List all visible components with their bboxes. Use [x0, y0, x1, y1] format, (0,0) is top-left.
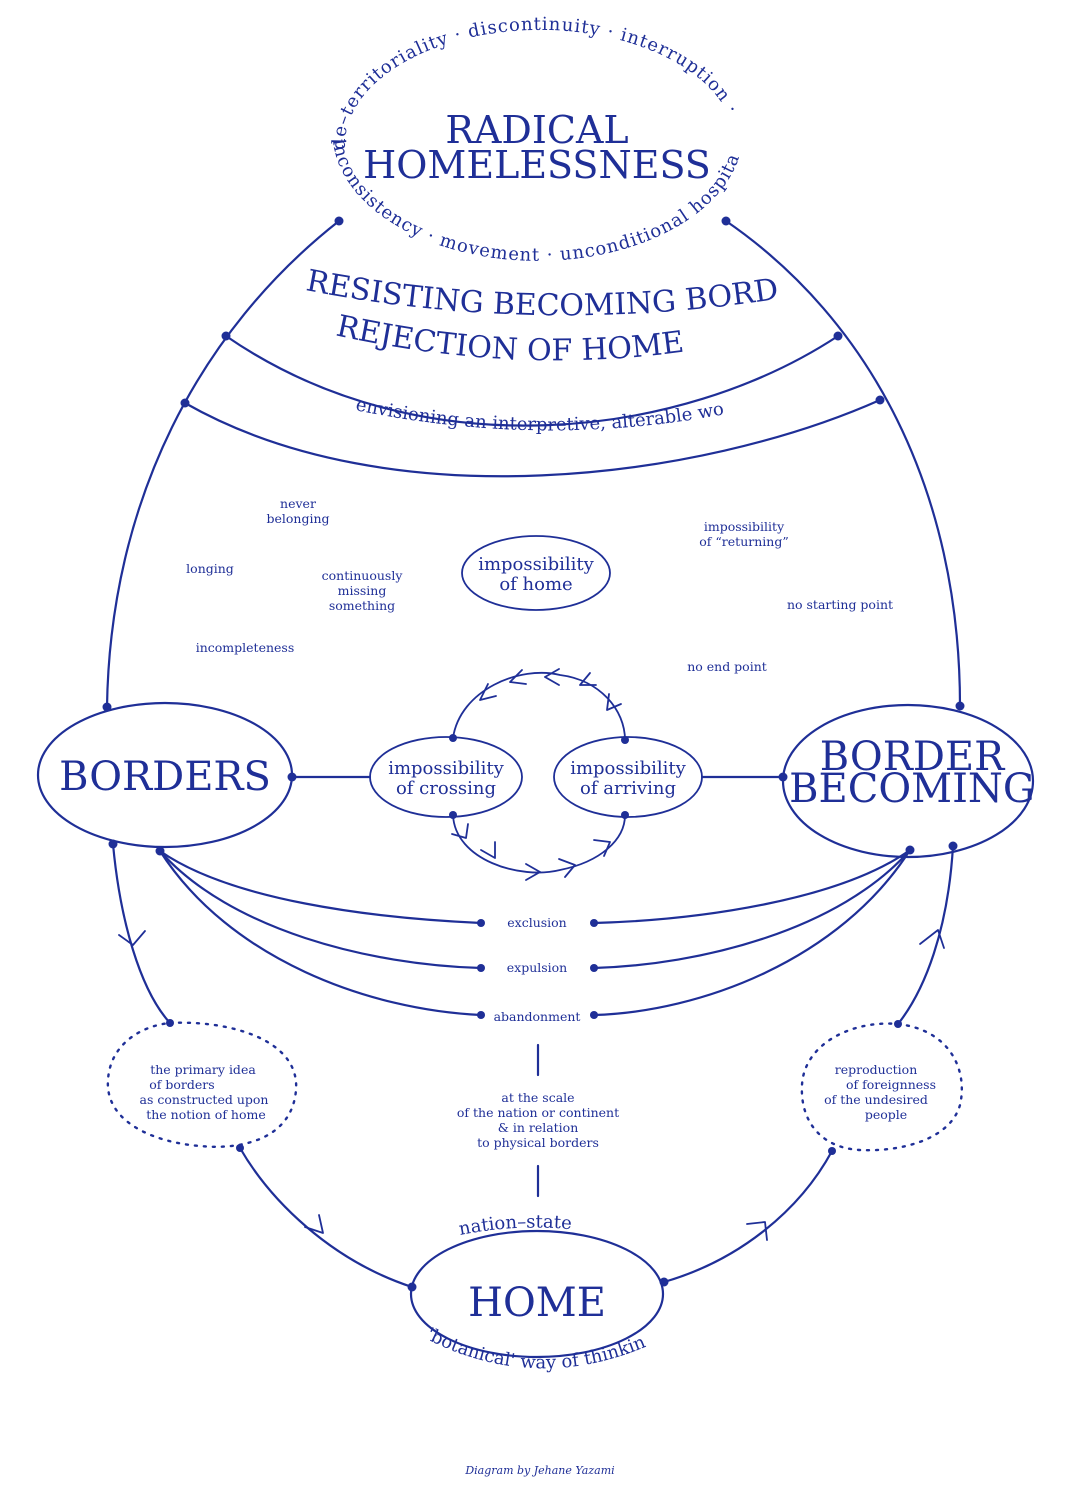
impossibility-of-crossing-node: impossibility of crossing [369, 736, 523, 818]
link-exclusion: exclusion [507, 915, 567, 930]
expulsion-dot-right [590, 964, 598, 972]
scale-line2: of the nation or continent [457, 1105, 619, 1120]
radical-homelessness-node: RADICAL HOMELESSNESS de–territoriality ·… [0, 0, 743, 266]
radical-title-line2: HOMELESSNESS [363, 143, 711, 187]
home-node-line1: impossibility [478, 554, 594, 575]
home-right-dot [659, 1277, 669, 1287]
becoming-label-line1: BORDER [820, 734, 1006, 780]
word-incompleteness: incompleteness [196, 640, 295, 655]
right-bubble: reproduction of foreignness of the undes… [800, 1022, 963, 1152]
crossing-line1: impossibility [388, 758, 504, 779]
scale-line4: to physical borders [477, 1135, 599, 1150]
becoming-label-line2: BECOMING [789, 766, 1035, 812]
link-abandonment: abandonment [494, 1009, 581, 1024]
word-something: something [329, 598, 395, 613]
cycle-arrows [451, 668, 626, 881]
right-bubble-line4: people [865, 1107, 907, 1122]
left-bubble: the primary idea of borders as construct… [106, 1021, 298, 1148]
word-continuously: continuously [322, 568, 404, 583]
home-bottom-label: 'botanical' way of thinking [0, 0, 649, 1373]
left-bubble-line2: of borders [149, 1077, 214, 1092]
home-to-right-bubble-line [662, 1149, 834, 1284]
cycle-dot-tr [621, 736, 629, 744]
left-bubble-line1: the primary idea [150, 1062, 256, 1077]
band-subtitle-path: envisioning an interpretive, alterable w… [0, 0, 726, 435]
becoming-top-dot [955, 701, 965, 711]
border-becoming-node: BORDER BECOMING [781, 703, 1035, 859]
credit-text: Diagram by Jehane Yazami [464, 1464, 614, 1477]
impossibility-of-home-node: impossibility of home [461, 535, 611, 611]
arriving-line2: of arriving [580, 778, 676, 799]
right-bubble-to-becoming-line [896, 844, 955, 1026]
right-bubble-line1: reproduction [835, 1062, 918, 1077]
left-bubble-to-home-line [238, 1146, 414, 1289]
top-right-dot [721, 216, 731, 226]
word-no-end-point: no end point [687, 659, 767, 674]
outer-frame [105, 219, 962, 709]
radical-title-line1: RADICAL [445, 108, 628, 152]
exclusion-dot-left [477, 919, 485, 927]
left-to-home-arrowhead [304, 1214, 324, 1234]
borders-node: BORDERS [36, 701, 294, 849]
word-missing: missing [338, 583, 387, 598]
scale-line3: & in relation [498, 1120, 579, 1135]
left-down-arrowhead [118, 930, 146, 946]
right-bubble-line3: of the undesired [824, 1092, 928, 1107]
exclusion-dot-right [590, 919, 598, 927]
left-bubble-line3: as constructed upon [140, 1092, 269, 1107]
top-left-dot [334, 216, 344, 226]
band-right-dot-2 [875, 395, 885, 405]
link-expulsion: expulsion [507, 960, 568, 975]
link-curves [158, 848, 912, 1017]
right-bubble-line2: of foreignness [846, 1077, 936, 1092]
center-words: never belonging longing continuously mis… [186, 496, 893, 674]
home-label: HOME [468, 1280, 606, 1326]
home-node: HOME nation–state 'botanical' way of thi… [0, 0, 665, 1373]
band-right-dot-1 [833, 331, 843, 341]
home-left-dot [407, 1282, 417, 1292]
home-node-line2: of home [499, 574, 572, 595]
band-left-dot-1 [221, 331, 231, 341]
borders-label: BORDERS [59, 754, 271, 800]
right-up-arrowhead [919, 929, 945, 949]
home-to-right-arrowhead [746, 1221, 768, 1241]
abandonment-dot-left [477, 1011, 485, 1019]
word-no-starting-point: no starting point [787, 597, 893, 612]
arriving-line1: impossibility [570, 758, 686, 779]
word-never: never [280, 496, 316, 511]
word-impossibility-returning-1: impossibility [704, 519, 785, 534]
impossibility-of-arriving-node: impossibility of arriving [553, 736, 703, 818]
abandonment-dot-right [590, 1011, 598, 1019]
word-impossibility-returning-2: of “returning” [699, 534, 788, 549]
crossing-line2: of crossing [396, 778, 496, 799]
band-subtitle: envisioning an interpretive, alterable w… [0, 0, 726, 435]
expulsion-dot-left [477, 964, 485, 972]
word-belonging: belonging [266, 511, 329, 526]
home-top-label: nation–state [457, 1211, 573, 1239]
left-bubble-line4: the notion of home [146, 1107, 266, 1122]
borders-to-left-bubble-line [111, 842, 172, 1025]
word-longing: longing [186, 561, 234, 576]
scale-note: at the scale of the nation or continent … [457, 1090, 619, 1150]
scale-line1: at the scale [501, 1090, 574, 1105]
band-left-dot-2 [180, 398, 190, 408]
home-top-label-path: nation–state [457, 1211, 573, 1239]
borders-top-dot [102, 702, 112, 712]
home-bottom-label-path: 'botanical' way of thinking [0, 0, 649, 1373]
